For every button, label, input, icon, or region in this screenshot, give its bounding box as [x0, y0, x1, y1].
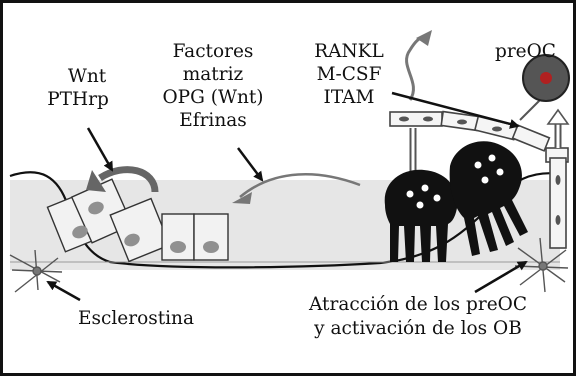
efrinas-pointer-arrow: [237, 147, 264, 182]
hollow-arrow-up-head-icon: [546, 108, 570, 125]
osteoblast-cell: [193, 213, 229, 261]
preoc-nucleus: [540, 72, 552, 84]
label-factores-line2: matriz: [183, 64, 244, 85]
signaling-bar: [389, 110, 569, 249]
osteoblast-nuclei: [72, 201, 219, 253]
signaling-bar-receptors: [399, 116, 561, 225]
matrix-factors-curved-arrow: [239, 173, 361, 198]
label-factores-line3: OPG (Wnt): [162, 87, 263, 108]
matrix-factors-arrow-head-icon: [232, 192, 252, 204]
label-factores-line1: Factores: [173, 41, 254, 62]
itam-pointer-arrow: [391, 91, 520, 129]
osteocyte-right: [514, 237, 569, 293]
wnt-signal-curved-arrow: [98, 166, 159, 193]
osteoclast-left: [384, 169, 458, 262]
osteoclast-right: [449, 141, 528, 256]
osteoclast-left-nuclei: [406, 184, 441, 209]
label-wnt: Wnt: [68, 66, 107, 87]
label-pthrp: PTHrp: [47, 89, 109, 110]
rankl-wavy-arrow-head-icon: [416, 30, 432, 46]
esclerostina-pointer-arrow: [46, 280, 81, 302]
pthrp-pointer-arrow: [86, 127, 114, 172]
osteocyte-left: [9, 249, 63, 293]
label-preoc: preOC: [495, 41, 556, 62]
label-mcsf: M-CSF: [317, 64, 382, 85]
label-rankl: RANKL: [314, 41, 384, 62]
label-esclerostina: Esclerostina: [78, 308, 194, 329]
osteoblast-cells: [46, 178, 229, 263]
osteoblast-cell: [161, 213, 195, 261]
label-atraccion-line2: y activación de los OB: [313, 318, 522, 339]
atraccion-pointer-arrow: [474, 260, 528, 294]
label-factores-line4: Efrinas: [179, 110, 247, 131]
osteoclast-right-nuclei: [474, 154, 504, 184]
label-itam: ITAM: [324, 87, 375, 108]
osteoblast-cell: [109, 197, 171, 263]
label-atraccion-line1: Atracción de los preOC: [308, 294, 527, 315]
wnt-signal-arrow-head-icon: [86, 170, 106, 192]
